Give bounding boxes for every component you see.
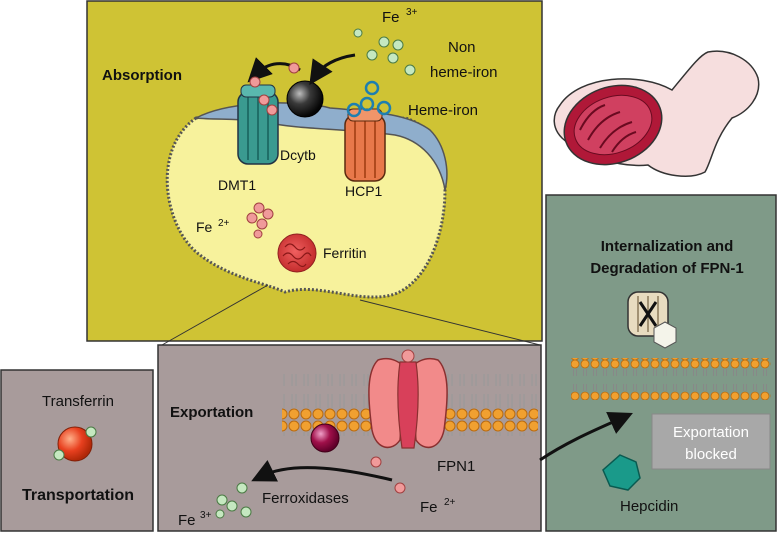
exportation-panel: Exportation FPN1 Ferroxidases Fe 3+ Fe 2… [157,344,542,532]
arrow-fe3-to-dcytb [309,53,356,85]
transferrin-icon [57,426,93,462]
fe2-label-charge: 2+ [218,218,230,229]
dcytb-icon [286,80,324,118]
blood-vessel-illustration [553,50,760,177]
fe3-ions-export [215,482,252,519]
hepcidin-icon [602,454,641,491]
exportation-title: Exportation [170,404,253,421]
degraded-fpn1-icon [627,291,677,349]
absorption-panel: Absorption Fe 3+ Non heme-iron Heme-iron… [86,0,543,342]
export-fe2-label-base: Fe [420,499,438,516]
ferritin-icon [277,233,317,273]
export-fe3-label-charge: 3+ [200,510,212,521]
transferrin-label: Transferrin [42,393,114,410]
zoom-connector-lines [161,284,541,346]
dmt1-transporter [237,84,279,165]
transferrin-bound-iron [85,426,97,438]
fe2-ions-cytosol [246,202,274,239]
non-heme-label-line2: heme-iron [430,64,498,81]
absorption-title: Absorption [102,67,182,84]
ferroxidases-label: Ferroxidases [262,490,349,507]
hepcidin-label: Hepcidin [620,498,678,515]
exportation-blocked-line2: blocked [685,446,737,463]
hepcidin-panel: Internalization and Degradation of FPN-1… [539,194,777,532]
fe2-label-base: Fe [196,219,213,235]
heme-iron-icons [346,80,392,118]
exportation-blocked-line1: Exportation [673,424,749,441]
transportation-title: Transportation [22,487,134,504]
internalization-title-line1: Internalization and [601,238,734,255]
ferritin-label: Ferritin [323,245,367,261]
non-heme-label-line1: Non [448,39,476,56]
fe3-label-base: Fe [382,9,400,26]
export-fe2-label-charge: 2+ [444,497,456,508]
arrow-fe2-to-fe3 [251,459,393,482]
arrow-hepcidin-to-membrane [539,412,633,462]
transportation-panel: Transferrin Transportation [0,369,154,532]
exportation-blocked-box [651,413,771,470]
dcytb-label: Dcytb [280,147,316,163]
hcp1-label: HCP1 [345,183,383,199]
hepcidin-lipid-bilayer [571,358,771,400]
fe2-ions-apical [249,62,300,116]
ferroxidase-icon [310,423,340,453]
hcp1-transporter [344,108,386,182]
internalization-title-line2: Degradation of FPN-1 [590,260,743,277]
fpn1-label: FPN1 [437,458,475,475]
fe3-ions-non-heme [353,28,416,76]
transferrin-bound-iron [53,449,65,461]
fe2-ions-export [370,456,406,494]
fe3-label-charge: 3+ [406,7,418,18]
fpn1-transporter [368,349,448,449]
dmt1-label: DMT1 [218,177,256,193]
heme-iron-label: Heme-iron [408,102,478,119]
export-fe3-label-base: Fe [178,512,196,529]
